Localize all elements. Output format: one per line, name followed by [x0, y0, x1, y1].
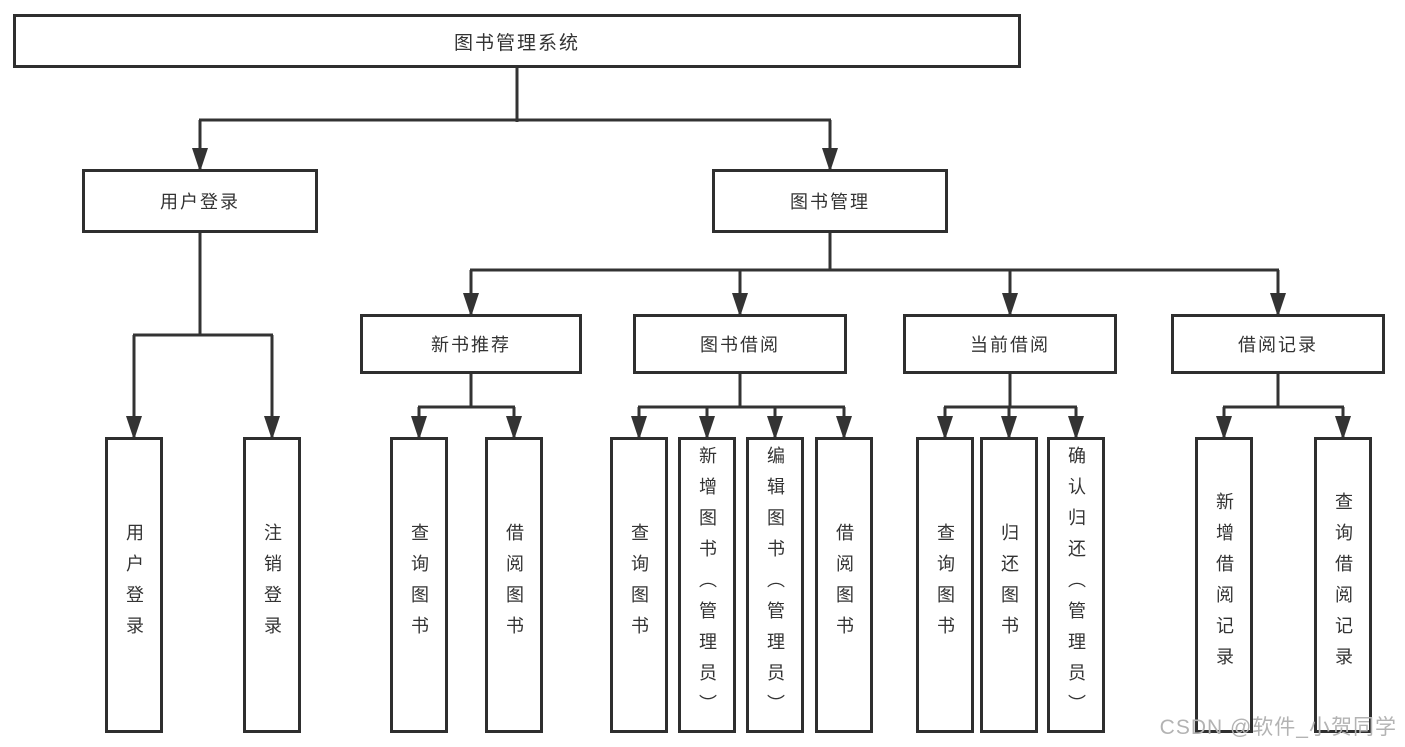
node-label: 注销登录: [262, 523, 282, 647]
node-label: 确认归还（管理员）: [1066, 445, 1086, 725]
node-library-management-system: 图书管理系统: [13, 14, 1021, 68]
leaf-query-books-1: 查询图书: [390, 437, 448, 733]
leaf-query-books-2: 查询图书: [610, 437, 668, 733]
node-label: 归还图书: [999, 523, 1019, 647]
csdn-watermark: CSDN @软件_小贺同学: [1159, 716, 1397, 739]
node-label: 图书借阅: [700, 335, 780, 355]
node-label: 新增图书（管理员）: [697, 445, 717, 725]
node-book-management-branch: 图书管理: [712, 169, 948, 233]
node-label: 借阅记录: [1238, 335, 1318, 355]
node-label: 编辑图书（管理员）: [765, 445, 785, 725]
node-label: 查询借阅记录: [1333, 492, 1353, 678]
leaf-confirm-return-admin: 确认归还（管理员）: [1047, 437, 1105, 733]
node-label: 用户登录: [160, 192, 240, 212]
node-user-login-branch: 用户登录: [82, 169, 318, 233]
leaf-query-books-3: 查询图书: [916, 437, 974, 733]
node-label: 图书管理: [790, 192, 870, 212]
leaf-return-books: 归还图书: [980, 437, 1038, 733]
leaf-query-borrow-record: 查询借阅记录: [1314, 437, 1372, 733]
node-current-borrowing: 当前借阅: [903, 314, 1117, 374]
leaf-add-books-admin: 新增图书（管理员）: [678, 437, 736, 733]
leaf-borrow-books-1: 借阅图书: [485, 437, 543, 733]
node-label: 用户登录: [124, 523, 144, 647]
leaf-edit-books-admin: 编辑图书（管理员）: [746, 437, 804, 733]
node-label: 借阅图书: [504, 523, 524, 647]
node-label: 借阅图书: [834, 523, 854, 647]
leaf-borrow-books-2: 借阅图书: [815, 437, 873, 733]
node-label: 查询图书: [629, 523, 649, 647]
node-label: 图书管理系统: [453, 32, 580, 54]
node-label: 查询图书: [409, 523, 429, 647]
node-new-book-recommend: 新书推荐: [360, 314, 582, 374]
node-label: 查询图书: [935, 523, 955, 647]
leaf-add-borrow-record: 新增借阅记录: [1195, 437, 1253, 733]
node-borrowing-records: 借阅记录: [1171, 314, 1385, 374]
leaf-user-login: 用户登录: [105, 437, 163, 733]
node-book-borrowing: 图书借阅: [633, 314, 847, 374]
node-label: 新书推荐: [431, 335, 511, 355]
arrowhead-icons: [126, 148, 1351, 440]
leaf-logout: 注销登录: [243, 437, 301, 733]
node-label: 新增借阅记录: [1214, 492, 1234, 678]
node-label: 当前借阅: [970, 335, 1050, 355]
